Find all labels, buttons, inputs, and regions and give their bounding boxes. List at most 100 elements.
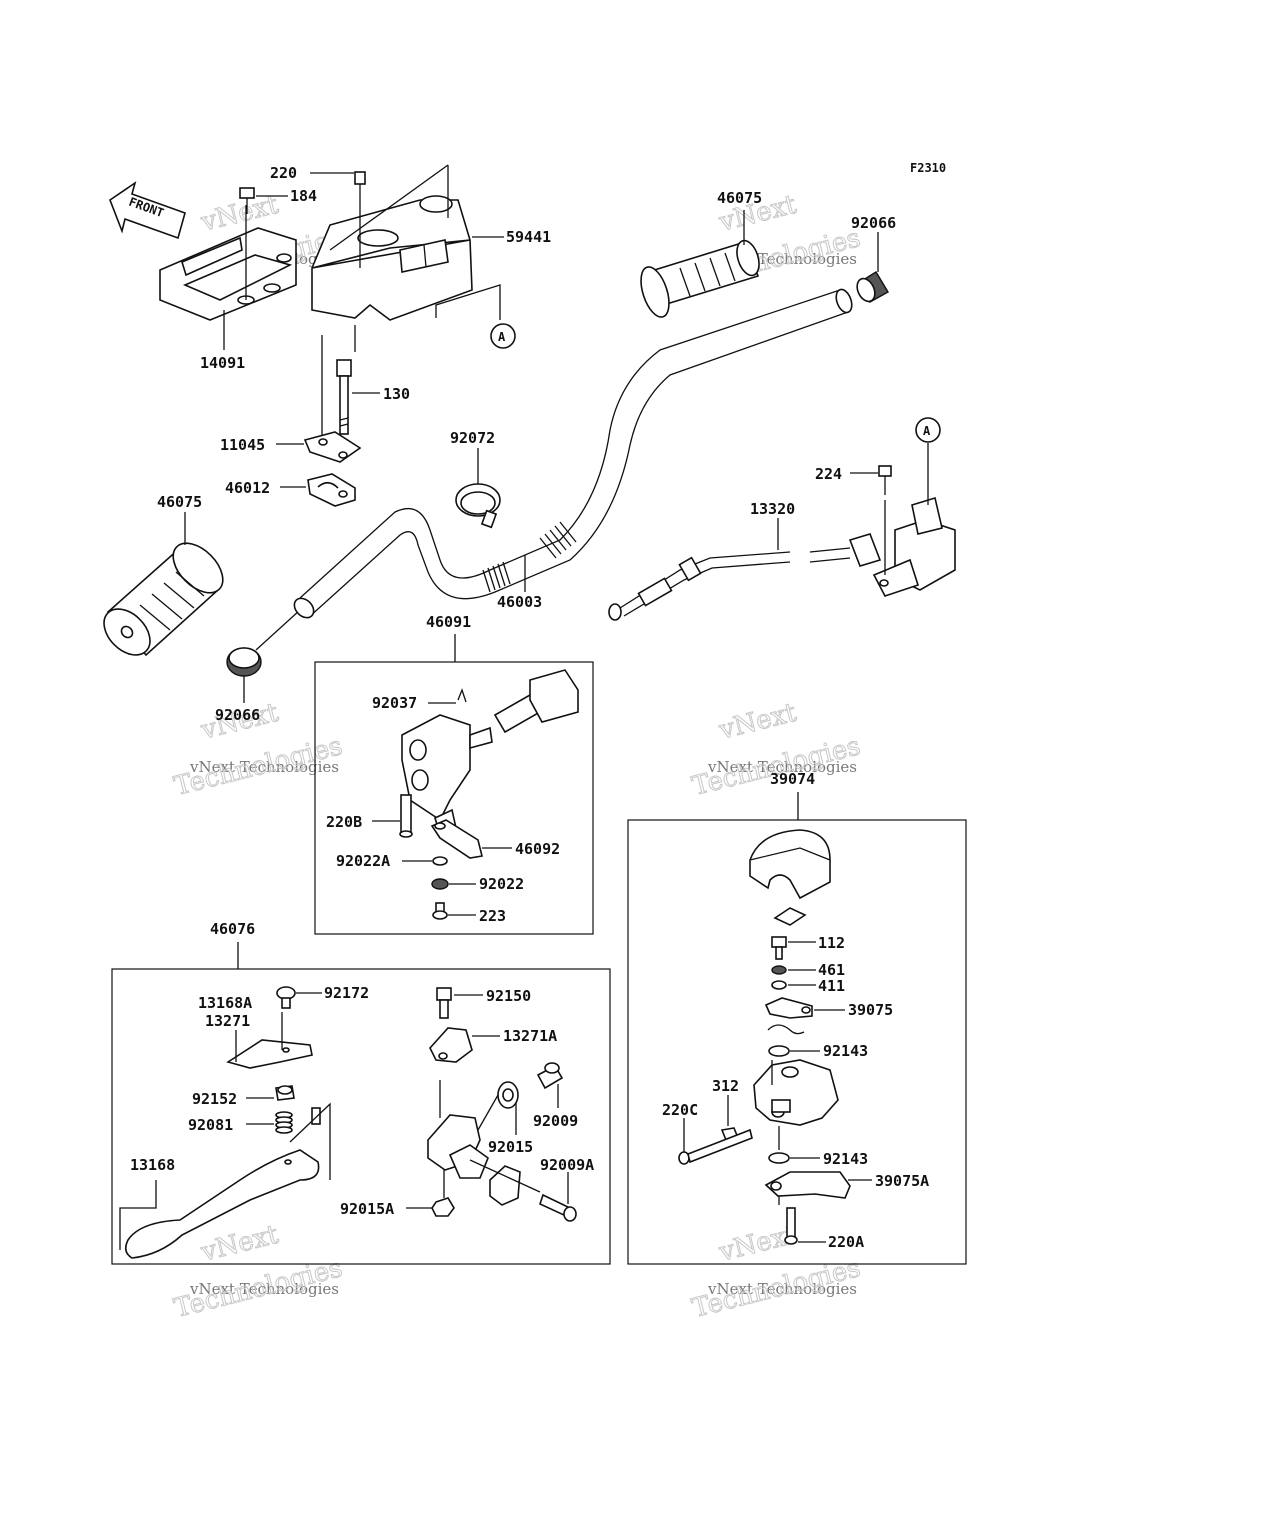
label-92143-bottom: 92143 (823, 1150, 868, 1168)
label-92066-left: 92066 (215, 706, 260, 724)
label-92072: 92072 (450, 429, 495, 447)
label-13271: 13271 (205, 1012, 250, 1030)
part-92150-bolt (436, 987, 452, 1019)
part-46075-left-grip (103, 542, 224, 657)
part-92022-washer-icon (431, 878, 449, 890)
label-13271A: 13271A (503, 1027, 557, 1045)
watermark: vNext vNext Technologies Technologies (171, 697, 346, 802)
part-112-bolt (771, 936, 787, 960)
part-clip-icon (773, 907, 807, 926)
svg-text:Technologies: Technologies (689, 731, 863, 802)
label-46012: 46012 (225, 479, 270, 497)
part-13271A-holder (429, 1027, 473, 1063)
part-92143-washer-icon (768, 1045, 790, 1057)
part-throttle-case (753, 1059, 839, 1126)
part-411-washer-icon (771, 980, 787, 990)
label-220: 220 (270, 164, 297, 182)
label-92022A: 92022A (336, 852, 390, 870)
svg-text:Technologies: Technologies (171, 731, 345, 802)
label-46091: 46091 (426, 613, 471, 631)
part-92009-adjuster-screw (536, 1062, 564, 1090)
ref-marker-a-circle (490, 323, 516, 349)
label-220C: 220C (662, 1101, 698, 1119)
label-46075-right: 46075 (717, 189, 762, 207)
label-112: 112 (818, 934, 845, 952)
svg-text:vNext Technologies: vNext Technologies (189, 758, 339, 776)
label-92081: 92081 (188, 1116, 233, 1134)
label-411: 411 (818, 977, 845, 995)
svg-text:vNext: vNext (197, 1220, 281, 1268)
svg-text:vNext: vNext (715, 698, 799, 746)
part-13320-throttle-cable (608, 547, 851, 621)
part-46012-holder (307, 473, 356, 507)
label-13168A: 13168A (198, 994, 252, 1012)
label-92015A: 92015A (340, 1200, 394, 1218)
label-13320: 13320 (750, 500, 795, 518)
part-92081-spring-icon (275, 1111, 293, 1134)
label-92143-top: 92143 (823, 1042, 868, 1060)
label-220B: 220B (326, 813, 362, 831)
label-92172: 92172 (324, 984, 369, 1002)
label-39075: 39075 (848, 1001, 893, 1019)
label-92152: 92152 (192, 1090, 237, 1108)
label-92022: 92022 (479, 875, 524, 893)
part-220A-screw (784, 1207, 798, 1245)
label-39074: 39074 (770, 770, 815, 788)
part-223-screw (432, 902, 448, 920)
label-46075-left: 46075 (157, 493, 202, 511)
part-59441-handlebar-cover (311, 195, 473, 321)
part-220C-screw (678, 1128, 753, 1165)
part-46091-switch (401, 669, 579, 836)
label-14091: 14091 (200, 354, 245, 372)
part-13168-brake-lever (124, 1149, 320, 1259)
part-46075-right-grip (640, 239, 760, 318)
part-lever-holder (427, 1114, 521, 1206)
group-box-46091 (314, 661, 594, 935)
label-223: 223 (479, 907, 506, 925)
watermark: vNext vNext Technologies Technologies (689, 697, 864, 802)
ref-marker-a-circle (915, 417, 941, 443)
label-59441: 59441 (506, 228, 551, 246)
part-130-bolt (336, 359, 352, 435)
label-13168: 13168 (130, 1156, 175, 1174)
part-14091-cover (159, 227, 297, 321)
label-184: 184 (290, 187, 317, 205)
part-92152-nut (275, 1085, 295, 1101)
label-92009: 92009 (533, 1112, 578, 1130)
part-39074-cover (749, 829, 831, 900)
label-92150: 92150 (486, 987, 531, 1005)
part-220B-screw (399, 794, 413, 838)
part-46092-lever (430, 819, 483, 859)
label-11045: 11045 (220, 436, 265, 454)
svg-text:vNext Technologies: vNext Technologies (707, 1280, 857, 1298)
part-92009A-screw (539, 1193, 577, 1222)
label-46092: 46092 (515, 840, 560, 858)
label-92066-right: 92066 (851, 214, 896, 232)
label-46076: 46076 (210, 920, 255, 938)
ref-marker-a-right: A (923, 424, 931, 438)
knurl-band (482, 521, 577, 593)
part-11045-clamp (303, 431, 362, 463)
watermark-group: vNext vNext Technologies Technologies vN… (171, 189, 864, 1324)
label-92037: 92037 (372, 694, 417, 712)
part-92022A-washer-icon (432, 856, 448, 866)
part-46003-handlebar (293, 288, 853, 619)
part-184-bolt-icon (239, 187, 255, 214)
label-224: 224 (815, 465, 842, 483)
part-13271-bracket (226, 1039, 313, 1069)
svg-text:vNext Technologies: vNext Technologies (707, 758, 857, 776)
label-92009A: 92009A (540, 1156, 594, 1174)
label-312: 312 (712, 1077, 739, 1095)
label-92015: 92015 (488, 1138, 533, 1156)
figure-code: F2310 (910, 161, 946, 175)
ref-marker-a: A (498, 330, 506, 344)
part-92143b-washer-icon (768, 1152, 790, 1164)
part-39075A-lever (764, 1171, 851, 1199)
label-130: 130 (383, 385, 410, 403)
label-220A: 220A (828, 1233, 864, 1251)
part-throttle-housing (848, 496, 956, 597)
label-39075A: 39075A (875, 1172, 929, 1190)
front-direction-arrow-icon: FRONT (109, 181, 186, 240)
part-92015-adjuster (497, 1081, 519, 1109)
